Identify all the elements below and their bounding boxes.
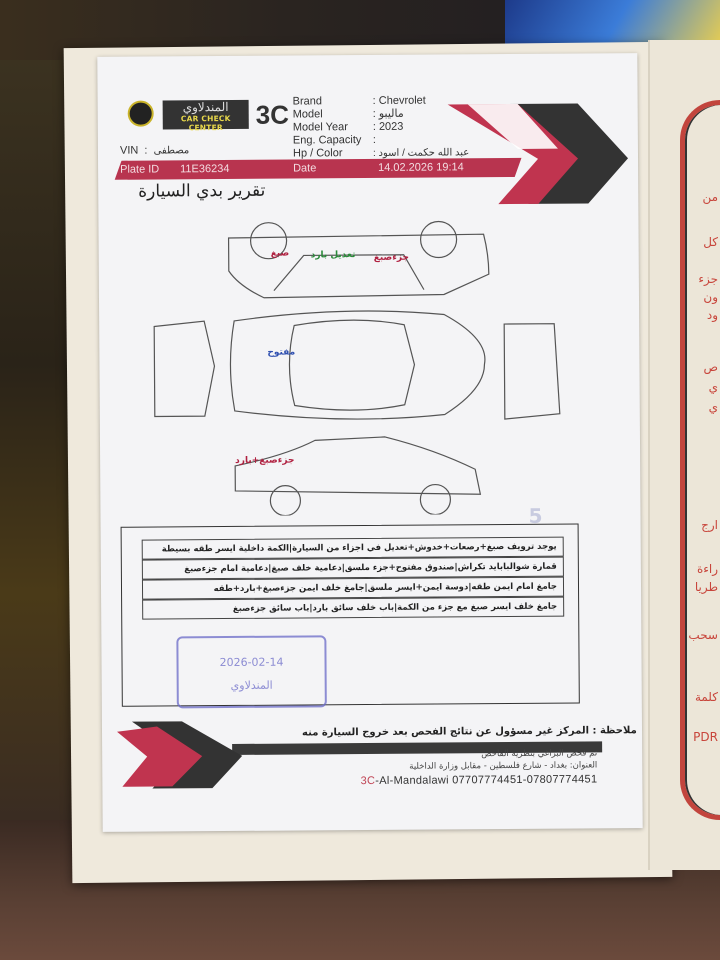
car-body-diagram [153,220,561,517]
field-label-model: Model [292,108,323,121]
logo-icon [127,100,154,127]
footer-address: العنوان: بغداد - شارع فلسطين - مقابل وزا… [409,760,598,772]
car-front-view [153,320,216,418]
booklet-line: سحب [688,628,718,642]
car-side-flipped [227,220,490,299]
header-chevron-graphic [437,103,629,205]
plate-value: 11E36234 [180,162,230,176]
booklet: من كل جزء ون ود ص ي ي ارج راءة طريا سحب … [648,40,720,870]
footer-phones: -Al-Mandalawi 07707774451-07807774451 [375,773,598,787]
damage-mark: صبغ [270,248,290,259]
vehicle-field-values: : Chevrolet : ماليبو : 2023 : : عبد الله… [372,94,470,159]
field-value-hp-color: عبد الله حكمت / اسود [378,147,470,159]
booklet-line: ي [708,380,718,394]
booklet-line: راءة [696,562,718,576]
logo-english: CAR CHECK CENTER [180,113,231,133]
report-title: تقرير بدي السيارة [138,180,266,202]
booklet-line: PDR [693,730,718,744]
disclaimer-note: ملاحظة : المركز غير مسؤول عن نتائج الفحص… [301,725,637,739]
vin-value: مصطفى [153,145,190,157]
field-value-brand: Chevrolet [378,94,426,107]
footer-chevron-graphic [117,721,243,789]
booklet-line: ي [708,400,718,414]
booklet-line: ارج [701,518,718,532]
vehicle-field-labels: Brand Model Model Year Eng. Capacity Hp … [293,95,362,160]
logo-arabic: المندلاوي [182,99,229,115]
footer-line: تم فحص البراغي بنظريه الفاحص [481,748,598,760]
field-label-model-year: Model Year [292,121,348,134]
vin-label: VIN [119,144,139,157]
booklet-line: كل [703,235,718,249]
damage-mark: مفتوح [267,347,296,358]
stamp: 2026-02-14 المندلاوي [176,635,327,709]
finding-row: جامغ خلف ايسر صبغ مع جزء من الكمة|باب خل… [142,596,565,620]
field-value-model: ماليبو [378,107,404,120]
stamp-name: المندلاوي [230,678,273,692]
logo-mark: 3C [255,99,290,130]
booklet-line: ود [706,308,718,322]
damage-mark: جزءصبغ+بارد [235,455,295,466]
booklet-frame [680,100,720,820]
stamp-date: 2026-02-14 [219,655,284,670]
car-top-view [229,310,486,420]
logo: المندلاوي CAR CHECK CENTER [162,99,249,133]
booklet-line: جزء [698,272,718,286]
booklet-line: ون [703,290,718,304]
booklet-line: ص [703,360,718,374]
plate-label: Plate ID [120,163,160,176]
field-label-eng-capacity: Eng. Capacity [292,134,362,147]
booklet-line: كلمة [694,690,718,704]
field-value-model-year: 2023 [378,120,404,133]
footer-contact: 3C-Al-Mandalawi 07707774451-07807774451 [361,773,598,787]
booklet-line: طريا [694,580,718,594]
vin-row: VIN : مصطفى [119,144,190,157]
inspection-report: المندلاوي CAR CHECK CENTER 3C Brand Mode… [97,53,643,832]
footer-brand: 3C [360,774,376,788]
field-label-brand: Brand [292,95,323,108]
car-side-view [234,436,482,517]
date-value: 14.02.2026 19:14 [378,161,464,174]
date-label: Date [293,162,317,175]
booklet-line: من [702,190,718,204]
damage-mark: جزءصبغ [373,252,409,263]
car-rear-view [503,323,561,420]
damage-mark: تعديل بارد [310,250,356,261]
